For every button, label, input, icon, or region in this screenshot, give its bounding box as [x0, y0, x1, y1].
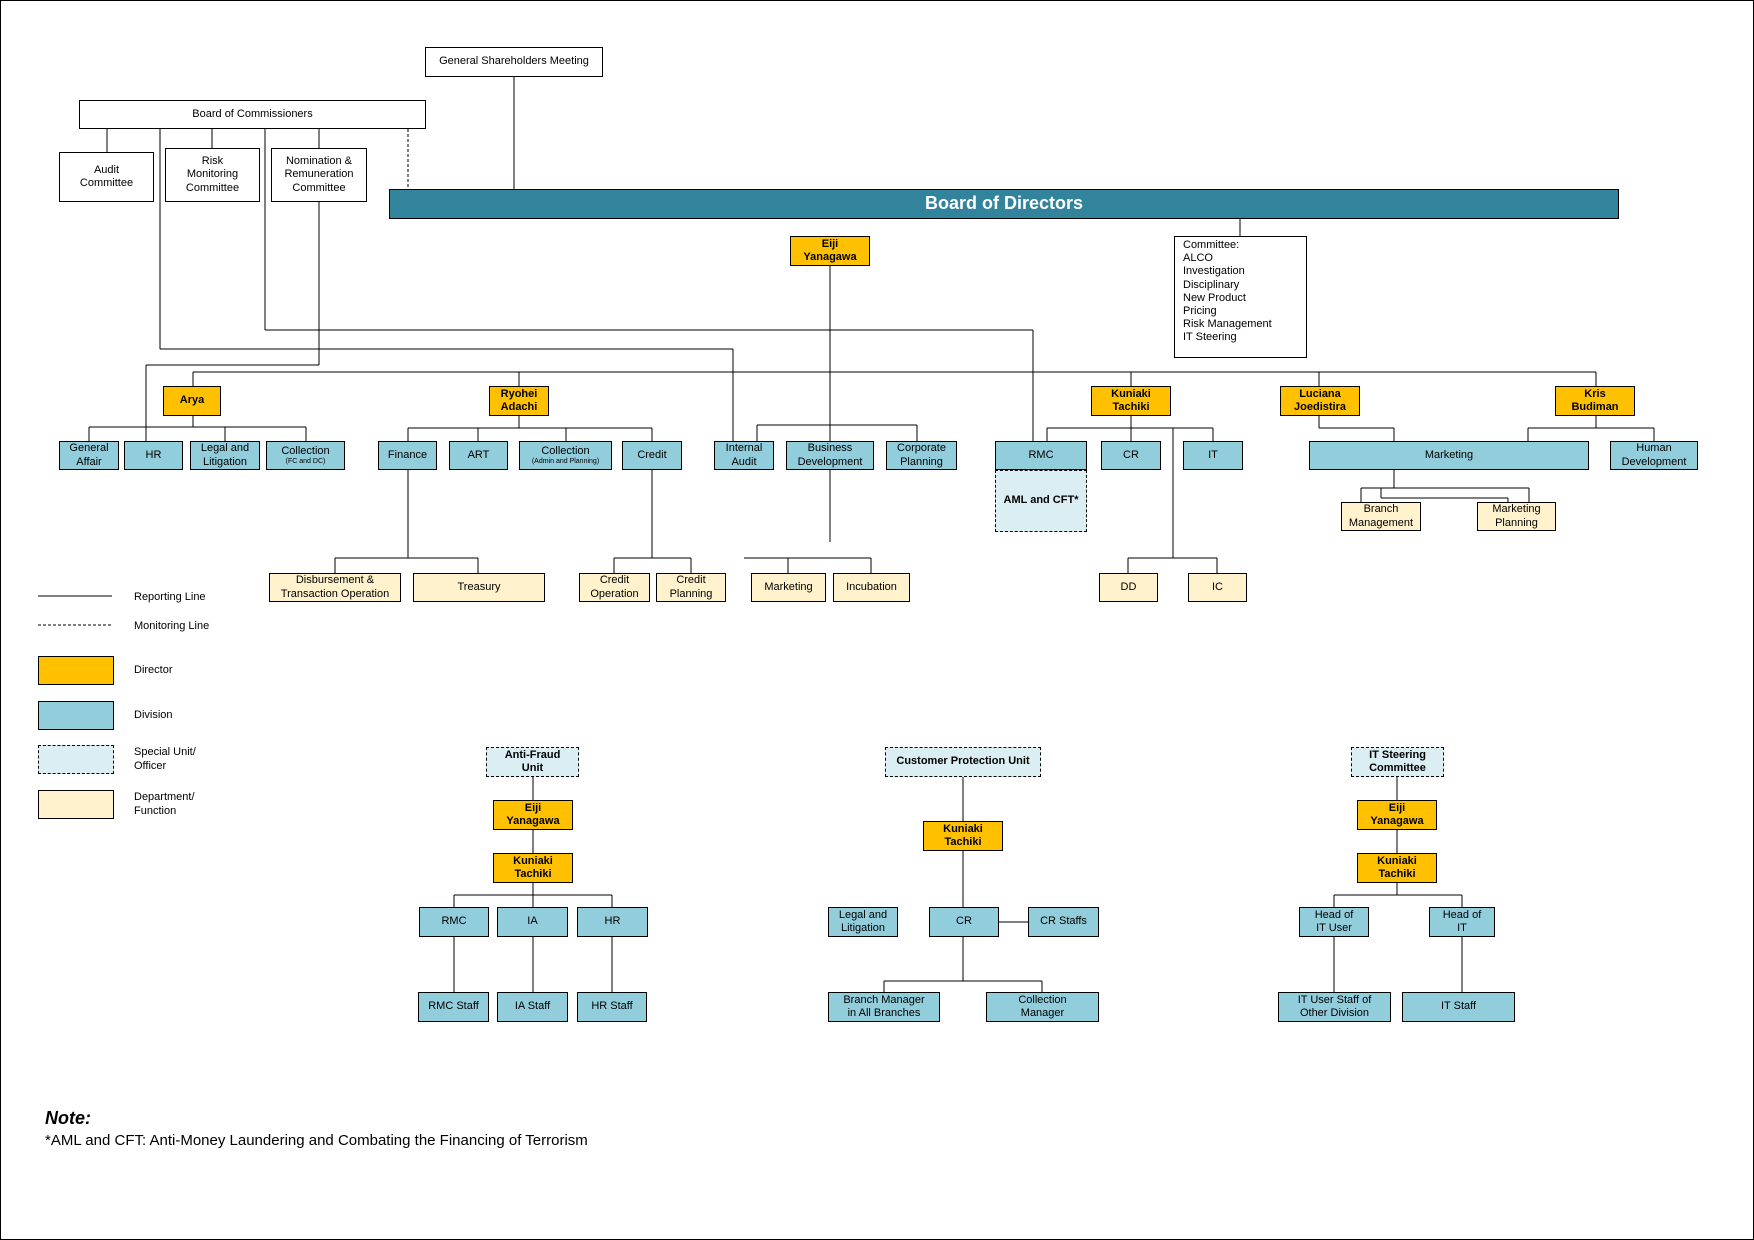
it-steering-it-user-staff: IT User Staff of Other Division [1278, 992, 1391, 1022]
it-steering-it-staff: IT Staff [1402, 992, 1515, 1022]
legend-special-swatch [38, 745, 114, 774]
dept-credit-operation: Credit Operation [579, 573, 650, 602]
legend-director: Director [134, 664, 173, 676]
customer-protection-collection-manager: Collection Manager [986, 992, 1099, 1022]
special-unit-aml-cft: AML and CFT* [995, 470, 1087, 532]
anti-fraud-rmc: RMC [419, 907, 489, 937]
division-hr: HR [124, 441, 183, 470]
it-steering-committee-unit: IT Steering Committee [1351, 747, 1444, 777]
division-marketing: Marketing [1309, 441, 1589, 470]
collection-label: Collection [541, 444, 590, 457]
division-business-development: Business Development [786, 441, 874, 470]
anti-fraud-rmc-staff: RMC Staff [418, 992, 489, 1022]
division-collection-fc-dc: Collection (FC and DC) [266, 441, 345, 470]
legend-division-swatch [38, 701, 114, 730]
note-title: Note: [45, 1108, 91, 1128]
customer-protection-cr: CR [929, 907, 999, 937]
customer-protection-cr-staffs: CR Staffs [1028, 907, 1099, 937]
legend-department-swatch [38, 790, 114, 819]
division-general-affair: General Affair [59, 441, 119, 470]
it-steering-head-it-user: Head of IT User [1299, 907, 1369, 937]
division-rmc: RMC [995, 441, 1087, 470]
customer-protection-director-kuniaki: Kuniaki Tachiki [923, 821, 1003, 851]
anti-fraud-ia: IA [497, 907, 568, 937]
it-steering-director-eiji: Eiji Yanagawa [1357, 800, 1437, 830]
nomination-remuneration-committee-box: Nomination & Remuneration Committee [271, 148, 367, 202]
division-collection-admin-planning: Collection (Admin and Planning) [519, 441, 612, 470]
board-of-commissioners-box: Board of Commissioners [79, 100, 426, 129]
audit-committee-box: Audit Committee [59, 152, 154, 202]
division-cr: CR [1101, 441, 1161, 470]
it-steering-head-it: Head of IT [1429, 907, 1495, 937]
board-of-directors-bar: Board of Directors [389, 189, 1619, 219]
anti-fraud-director-eiji: Eiji Yanagawa [493, 800, 573, 830]
dept-disbursement-transaction: Disbursement & Transaction Operation [269, 573, 401, 602]
collection-label: Collection [281, 444, 330, 457]
customer-protection-unit: Customer Protection Unit [885, 747, 1041, 777]
legend-monitoring-line: Monitoring Line [134, 620, 210, 632]
dept-incubation: Incubation [833, 573, 910, 602]
legend-department: Department/ Function [134, 791, 195, 818]
director-kris-budiman: Kris Budiman [1555, 386, 1635, 416]
anti-fraud-director-kuniaki: Kuniaki Tachiki [493, 853, 573, 883]
legend-director-swatch [38, 656, 114, 685]
it-steering-director-kuniaki: Kuniaki Tachiki [1357, 853, 1437, 883]
general-shareholders-meeting-box: General Shareholders Meeting [425, 47, 603, 77]
dept-ic: IC [1188, 573, 1247, 602]
collection-sublabel: (Admin and Planning) [531, 457, 600, 465]
division-internal-audit: Internal Audit [714, 441, 774, 470]
note-text: *AML and CFT: Anti-Money Laundering and … [45, 1132, 588, 1149]
customer-protection-legal: Legal and Litigation [828, 907, 898, 937]
division-finance: Finance [378, 441, 437, 470]
dept-branch-management: Branch Management [1341, 502, 1421, 531]
dept-credit-planning: Credit Planning [656, 573, 726, 602]
dept-dd: DD [1099, 573, 1158, 602]
anti-fraud-hr-staff: HR Staff [577, 992, 647, 1022]
committee-list-box: Committee: ALCO Investigation Disciplina… [1174, 236, 1307, 358]
legend-division: Division [134, 709, 173, 721]
director-luciana-joedistira: Luciana Joedistira [1280, 386, 1360, 416]
legend-special-unit: Special Unit/ Officer [134, 746, 196, 773]
division-art: ART [449, 441, 508, 470]
division-human-development: Human Development [1610, 441, 1698, 470]
division-corporate-planning: Corporate Planning [886, 441, 957, 470]
customer-protection-branch-manager: Branch Manager in All Branches [828, 992, 940, 1022]
division-credit: Credit [622, 441, 682, 470]
dept-treasury: Treasury [413, 573, 545, 602]
division-it: IT [1183, 441, 1243, 470]
legend-reporting-line: Reporting Line [134, 591, 206, 603]
anti-fraud-unit: Anti-Fraud Unit [486, 747, 579, 777]
collection-sublabel: (FC and DC) [285, 457, 326, 465]
director-eiji-yanagawa: Eiji Yanagawa [790, 236, 870, 266]
division-legal-litigation: Legal and Litigation [190, 441, 260, 470]
director-arya: Arya [163, 386, 221, 416]
risk-monitoring-committee-box: Risk Monitoring Committee [165, 148, 260, 202]
anti-fraud-ia-staff: IA Staff [497, 992, 568, 1022]
anti-fraud-hr: HR [577, 907, 648, 937]
dept-marketing: Marketing [751, 573, 826, 602]
director-ryohei-adachi: Ryohei Adachi [489, 386, 549, 416]
director-kuniaki-tachiki: Kuniaki Tachiki [1091, 386, 1171, 416]
dept-marketing-planning: Marketing Planning [1477, 502, 1556, 531]
